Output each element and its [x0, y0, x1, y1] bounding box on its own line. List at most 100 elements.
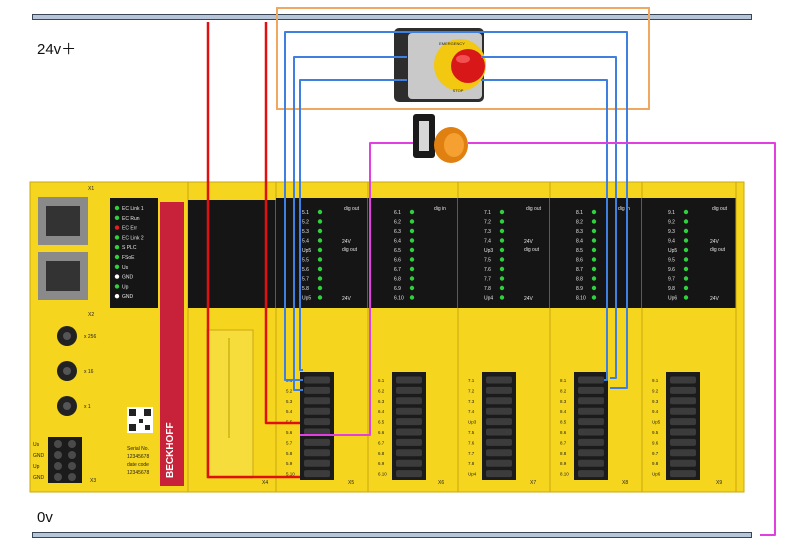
io-channel-led [317, 295, 323, 300]
io-channel-led [317, 228, 323, 234]
io-module-panel [642, 198, 736, 308]
io-module-title: dig out [344, 206, 360, 212]
lamp-contact [419, 121, 429, 151]
io-channel-label: 9.8 [668, 286, 675, 292]
slot-x4: X4 [262, 480, 268, 486]
address-dial-knob [63, 402, 71, 410]
interface-groove [228, 338, 230, 438]
io-channel-label: 8.6 [576, 258, 583, 264]
io-terminal-slot [578, 470, 604, 478]
io-channel-led [499, 285, 505, 291]
coupler-led [114, 205, 120, 211]
io-terminal-slot [304, 386, 330, 394]
address-dial-label: x 16 [84, 369, 94, 375]
io-terminal-label: 5.9 [286, 461, 293, 466]
coupler-led [114, 215, 120, 220]
wire-ch2-left-upper [293, 56, 407, 391]
io-terminal-label: 8.6 [560, 430, 567, 435]
io-channel-led [409, 257, 415, 262]
io-channel-led [317, 209, 323, 215]
io-channel-led [591, 276, 597, 281]
wire-ch2-left-lower [299, 79, 407, 371]
io-terminal-label: 7.2 [468, 388, 475, 393]
io-terminal-slot [578, 418, 604, 426]
io-terminal-slot [396, 376, 422, 384]
coupler-led [114, 235, 120, 240]
io-channel-led [409, 228, 415, 234]
io-channel-label: 7.3 [484, 229, 491, 235]
io-terminal-label: 8.10 [560, 472, 569, 477]
io-terminal-slot [396, 428, 422, 436]
io-terminal-slot [670, 438, 696, 446]
coupler-led [114, 245, 120, 250]
wiring [206, 22, 776, 536]
io-terminal-label: 8.1 [560, 378, 567, 383]
io-channel-label: Up5 [302, 296, 311, 302]
serial-line: 12345678 [127, 454, 149, 460]
io-channel-label: 9.3 [668, 229, 675, 235]
io-channel-label: 9.7 [668, 277, 675, 283]
io-terminal-slot [486, 407, 512, 415]
io-terminal-slot [396, 397, 422, 405]
io-terminal-slot [578, 407, 604, 415]
io-terminal-slot [304, 397, 330, 405]
io-terminal-slot [670, 459, 696, 467]
io-terminal-slot [486, 397, 512, 405]
io-terminal-slot [304, 407, 330, 415]
io-terminal-label: 5.2 [286, 388, 293, 393]
io-channel-label: 7.4 [484, 239, 491, 245]
emergency-stop-button: EMERGENCY STOP [394, 28, 486, 102]
io-terminal-slot [578, 397, 604, 405]
io-channel-led [499, 228, 505, 234]
io-terminal-label: 8.7 [560, 440, 567, 445]
io-channel-led [591, 295, 597, 300]
io-terminal-slot [578, 428, 604, 436]
qr-dot-1 [139, 419, 143, 423]
io-channel-led [499, 219, 505, 224]
estop-frame [276, 7, 650, 110]
io-terminal-label: 9.2 [652, 388, 659, 393]
io-channel-led [683, 219, 689, 224]
power-terminal-label: Us [33, 442, 40, 448]
serial-line: Serial No. [127, 446, 149, 452]
io-terminal-slot [670, 407, 696, 415]
io-channel-led [409, 285, 415, 291]
io-terminal-label: 7.6 [468, 440, 475, 445]
power-terminal-screw [68, 462, 76, 470]
io-channel-label: 6.3 [394, 229, 401, 235]
rj45-port-1-socket [46, 206, 80, 236]
io-terminal-slot [578, 438, 604, 446]
coupler-led-label: EC Link 1 [122, 206, 144, 212]
io-channel-led [683, 247, 689, 253]
slot-x2: X2 [88, 312, 94, 318]
io-module-sub: dig out [524, 247, 540, 253]
io-terminal-label: Up4 [468, 472, 477, 477]
coupler-led-label: EC Err [122, 226, 137, 232]
io-module-panel [550, 198, 642, 308]
io-channel-label: 5.4 [302, 239, 309, 245]
power-terminal-screw [54, 473, 62, 481]
io-terminal-slot [396, 470, 422, 478]
qr-finder-3 [129, 424, 136, 431]
estop-group: EMERGENCY STOP [276, 7, 650, 110]
io-terminal-label: Up6 [652, 472, 661, 477]
io-channel-led [683, 238, 689, 243]
io-channel-label: 9.1 [668, 210, 675, 216]
io-channel-led [591, 247, 597, 253]
io-terminal-label: 5.4 [286, 409, 293, 414]
io-channel-led [591, 209, 597, 215]
io-module: dig in6.16.26.36.46.56.66.76.86.96.106.1… [367, 181, 459, 493]
io-channel-label: 8.5 [576, 248, 583, 254]
io-channel-label: 7.5 [484, 258, 491, 264]
io-channel-label: 8.2 [576, 220, 583, 226]
io-channel-led [317, 219, 323, 224]
power-terminal-screw [68, 440, 76, 448]
io-terminal-label: 9.8 [652, 461, 659, 466]
io-terminal-slot [396, 438, 422, 446]
io-channel-led [683, 209, 689, 215]
